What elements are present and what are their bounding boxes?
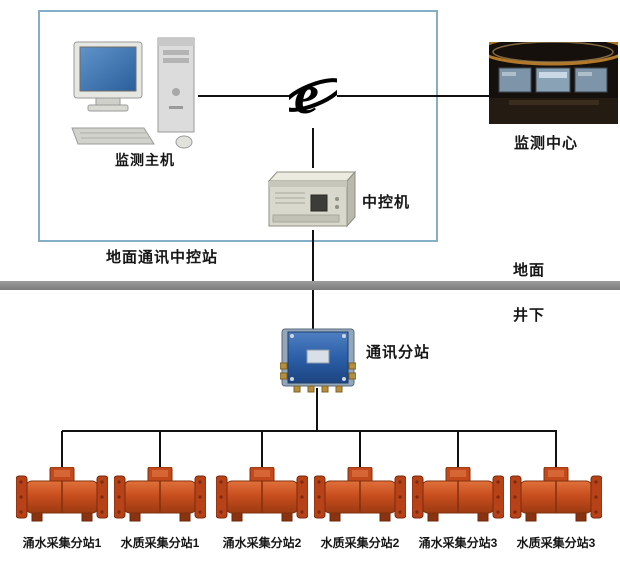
monitor-host-label: 监测主机 [115,152,175,168]
device-label-3: 涌水采集分站2 [222,536,302,550]
device-illustration-5 [411,466,505,532]
device-illustration-2 [113,466,207,532]
ie-icon: e [289,62,337,128]
monitor-host-illustration [66,34,206,157]
ground-station-label: 地面通讯中控站 [106,249,219,266]
underground-label: 井下 [513,307,546,324]
device-illustration-4 [313,466,407,532]
device-label-6: 水质采集分站3 [516,536,596,550]
surface-divider [0,281,620,290]
svg-text:e: e [294,64,319,126]
device-label-1: 涌水采集分站1 [22,536,102,550]
surface-label: 地面 [513,262,546,279]
substation-label: 通讯分站 [366,344,431,361]
monitor-center-label: 监测中心 [514,135,579,152]
device-illustration-3 [215,466,309,532]
central-control-label: 中控机 [362,194,411,211]
central-control-illustration [263,167,357,236]
monitor-center-photo [479,34,620,129]
device-label-2: 水质采集分站1 [120,536,200,550]
substation-illustration [279,327,357,398]
device-illustration-1 [15,466,109,532]
device-illustration-6 [509,466,603,532]
device-label-5: 涌水采集分站3 [418,536,498,550]
device-label-4: 水质采集分站2 [320,536,400,550]
